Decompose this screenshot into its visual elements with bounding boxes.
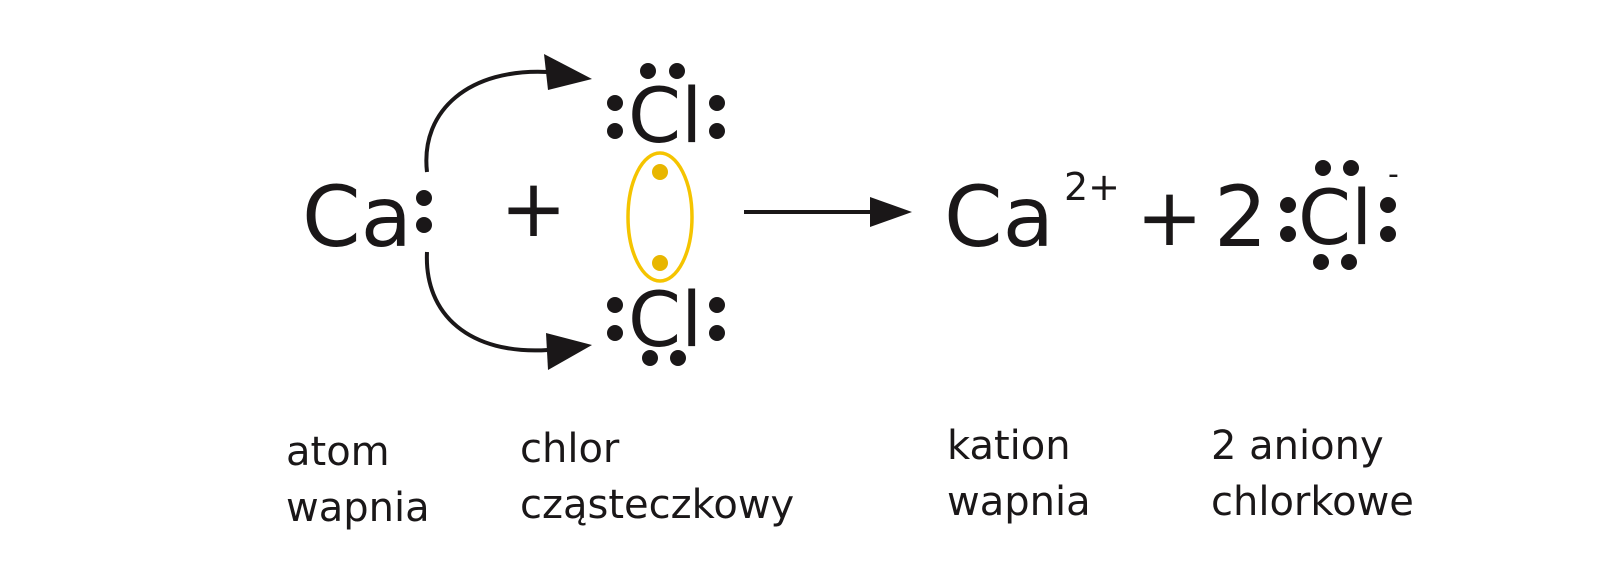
chlorine-top-dots [607,63,725,139]
label-line-1: kation [947,423,1071,469]
chloride-dots [1280,160,1396,270]
label-line-2: cząsteczkowy [520,482,795,528]
calcium-valence-dots [416,190,432,233]
label-molecular-chlorine: chlor cząsteczkowy [520,421,794,533]
label-line-2: wapnia [286,485,430,531]
label-calcium-atom: atom wapnia [286,424,430,536]
chloride-charge: - [1388,157,1399,192]
chlorine-bottom-dots [607,297,725,366]
electron-transfer-arrows [424,54,592,370]
arrowhead-top-icon [544,54,592,90]
arrowhead-bottom-icon [546,333,592,370]
label-line-1: chlor [520,426,620,472]
chlorine-bottom-symbol: Cl [628,275,702,364]
calcium-charge: 2+ [1064,165,1120,209]
chlorine-top-symbol: Cl [628,71,702,160]
label-line-1: 2 aniony [1211,423,1384,469]
label-line-1: atom [286,429,390,475]
plus-sign-2: + [1136,171,1203,264]
label-calcium-cation: kation wapnia [947,418,1091,530]
label-line-2: chlorkowe [1211,479,1414,525]
shared-electron-pair [626,151,694,283]
label-line-2: wapnia [947,479,1091,525]
label-chloride-anions: 2 aniony chlorkowe [1211,418,1414,530]
chloride-symbol: Cl [1298,173,1372,262]
plus-sign-1: + [500,162,567,255]
reaction-arrow-icon [744,197,912,227]
calcium-symbol: Ca [302,168,412,266]
calcium-cation-symbol: Ca [944,168,1054,266]
chloride-coefficient: 2 [1214,168,1267,266]
